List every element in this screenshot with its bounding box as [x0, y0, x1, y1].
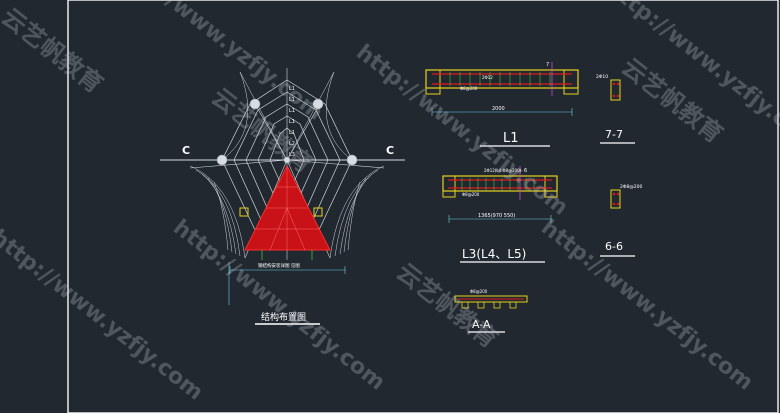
l3-rebar-top: 2Φ12(L4 Φ8@200): [484, 168, 522, 173]
svg-text:L1: L1: [289, 119, 295, 125]
section-66-detail: 2Φ8@200 6-6: [600, 184, 642, 257]
ring-labels: L1 L1 L1 L1 L1 L2 L3: [289, 86, 295, 158]
aa-note: Φ8@200: [470, 289, 488, 294]
svg-text:L2: L2: [289, 141, 295, 147]
section-aa-detail: Φ8@200 A-A: [454, 289, 528, 333]
svg-text:L1: L1: [289, 86, 295, 92]
svg-text:L1: L1: [289, 97, 295, 103]
svg-text:L1: L1: [289, 130, 295, 136]
outer-web: [189, 71, 385, 259]
drawing-border: [67, 0, 779, 413]
66-rebar: 2Φ8@200: [620, 184, 642, 190]
green-ties: [261, 250, 313, 260]
watermark-brand-1: 云艺帆教育: [391, 258, 503, 354]
support-nodes: [216, 98, 358, 166]
l1-title: L1: [503, 131, 519, 146]
l3-dim: 1365(970 550): [478, 213, 515, 219]
highlight-marks: [239, 207, 323, 217]
plan-title: 结构布置图: [261, 311, 306, 323]
l1-rebar-top: 2Φ12: [482, 75, 493, 80]
grid-label-right: C: [386, 144, 394, 157]
l1-dim: 2000: [492, 106, 505, 112]
watermark-url-5: http://www.yzfjy.com: [0, 225, 208, 406]
l3-title: L3(L4、L5): [462, 247, 526, 261]
77-rebar: 2Φ10: [596, 74, 608, 80]
plan-dimensions: [228, 262, 346, 305]
66-title: 6-6: [605, 240, 623, 253]
watermark-url-6: http://www.yzfjy.com: [536, 215, 757, 396]
svg-text:L1: L1: [289, 108, 295, 114]
plan-note: 钢结构安装详图 见图: [258, 262, 300, 269]
aa-title: A-A: [472, 318, 491, 331]
l3-section-mark: 6: [524, 168, 527, 174]
77-title: 7-7: [605, 128, 623, 141]
section-77-detail: 2Φ10 7-7: [596, 74, 635, 144]
red-core: [244, 164, 331, 251]
structure-plan: C C: [160, 68, 405, 325]
l1-section-mark: 7: [546, 62, 549, 68]
grid-label-left: C: [182, 144, 190, 157]
l1-rebar-stirrup: Φ8@200: [460, 86, 478, 91]
svg-text:L3: L3: [289, 152, 295, 158]
beam-l3-detail: 6 2Φ12(L4 Φ8@200) Φ8@200 1365(970 550) L…: [442, 166, 558, 263]
l3-rebar-stirrup: Φ8@200: [462, 192, 480, 197]
beam-l1-detail: 7 2Φ12 Φ8@200 2000 L1: [425, 62, 579, 147]
watermark-brand-3: 云艺帆教育: [0, 3, 108, 99]
